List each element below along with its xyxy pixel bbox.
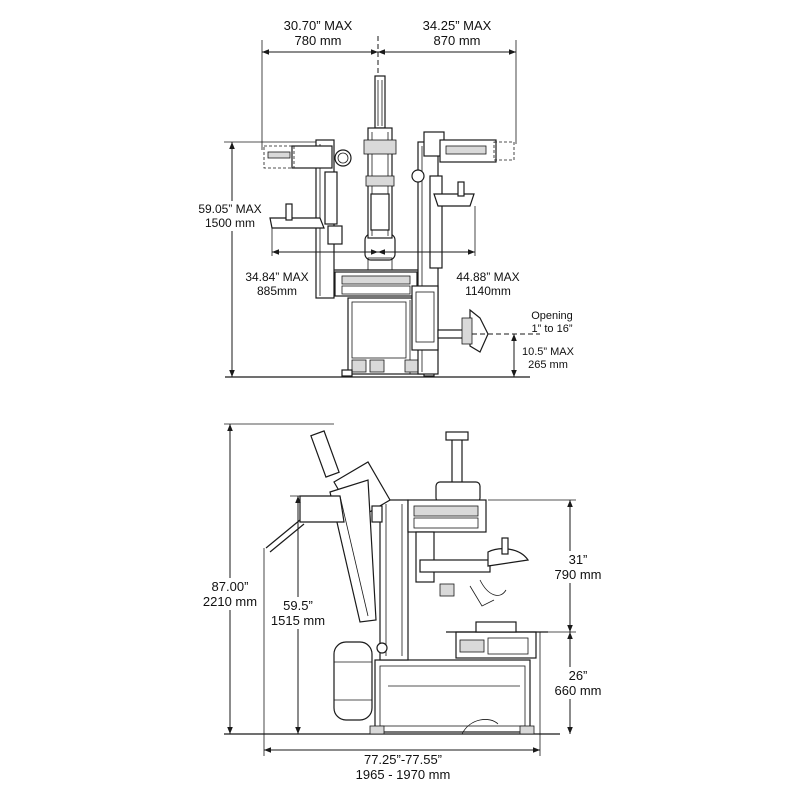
front-width-right-imperial: 34.25” MAX — [422, 18, 492, 33]
side-lower-section-metric: 660 mm — [554, 683, 602, 698]
front-reach-right-label: 44.88” MAX 1140mm — [456, 270, 519, 298]
front-left-arm — [263, 139, 352, 299]
front-reach-left-metric: 885mm — [256, 284, 297, 298]
front-reach-right-metric: 1140mm — [465, 284, 511, 298]
side-arm-height-imperial: 59.5” — [283, 598, 313, 613]
front-opening-line1: Opening — [531, 310, 573, 322]
side-total-length-metric: 1965 - 1970 mm — [355, 767, 451, 782]
front-height-metric: 1500 mm — [204, 216, 256, 230]
front-reach-right-imperial: 44.88” MAX — [456, 270, 520, 284]
side-total-height-imperial: 87.00” — [211, 579, 249, 594]
front-center-column — [363, 75, 397, 239]
side-air-tank — [333, 641, 373, 721]
front-height-label: 59.05” MAX 1500 mm — [196, 201, 264, 231]
side-upper-head — [407, 431, 530, 607]
side-lower-section-label: 26” 660 mm — [552, 667, 604, 699]
side-total-length-label: 77.25”-77.55” 1965 - 1970 mm — [356, 752, 451, 782]
side-view — [224, 423, 576, 756]
front-reach-left-imperial: 34.84” MAX — [245, 270, 309, 284]
side-tilted-arm — [265, 430, 391, 623]
front-dimension-lines — [229, 49, 517, 377]
side-arm-height-label: 59.5” 1515 mm — [268, 597, 328, 629]
front-width-right-label: 34.25” MAX 870 mm — [423, 18, 492, 48]
front-side-clamp — [437, 308, 540, 353]
front-right-tower — [411, 131, 515, 375]
front-turntable — [330, 233, 420, 297]
front-opening-label: Opening 1” to 16” — [531, 310, 573, 336]
front-reach-left-label: 34.84” MAX 885mm — [245, 270, 308, 298]
side-total-height-metric: 2210 mm — [202, 594, 258, 609]
front-reach-lines — [224, 36, 517, 256]
front-clamp-height-label: 10.5” MAX 265 mm — [522, 346, 574, 372]
side-total-height-label: 87.00” 2210 mm — [200, 578, 260, 610]
side-base-cabinet — [369, 659, 535, 735]
front-width-left-label: 30.70” MAX 780 mm — [284, 18, 353, 48]
front-width-left-imperial: 30.70” MAX — [283, 18, 353, 33]
side-upper-section-label: 31” 790 mm — [552, 551, 604, 583]
side-total-length-imperial: 77.25”-77.55” — [363, 752, 443, 767]
side-upper-section-metric: 790 mm — [554, 567, 602, 582]
front-width-right-metric: 870 mm — [433, 33, 481, 48]
side-lower-section-imperial: 26” — [568, 668, 588, 683]
side-lower-turntable — [446, 621, 548, 659]
front-width-left-metric: 780 mm — [294, 33, 342, 48]
side-arm-height-metric: 1515 mm — [270, 613, 326, 628]
side-upper-section-imperial: 31” — [568, 552, 588, 567]
front-clamp-height-imperial: 10.5” MAX — [522, 346, 574, 358]
front-opening-line2: 1” to 16” — [531, 323, 573, 335]
front-view — [224, 36, 540, 378]
side-central-column — [376, 499, 409, 661]
front-height-imperial: 59.05” MAX — [198, 202, 262, 216]
front-clamp-height-metric: 265 mm — [528, 359, 568, 371]
